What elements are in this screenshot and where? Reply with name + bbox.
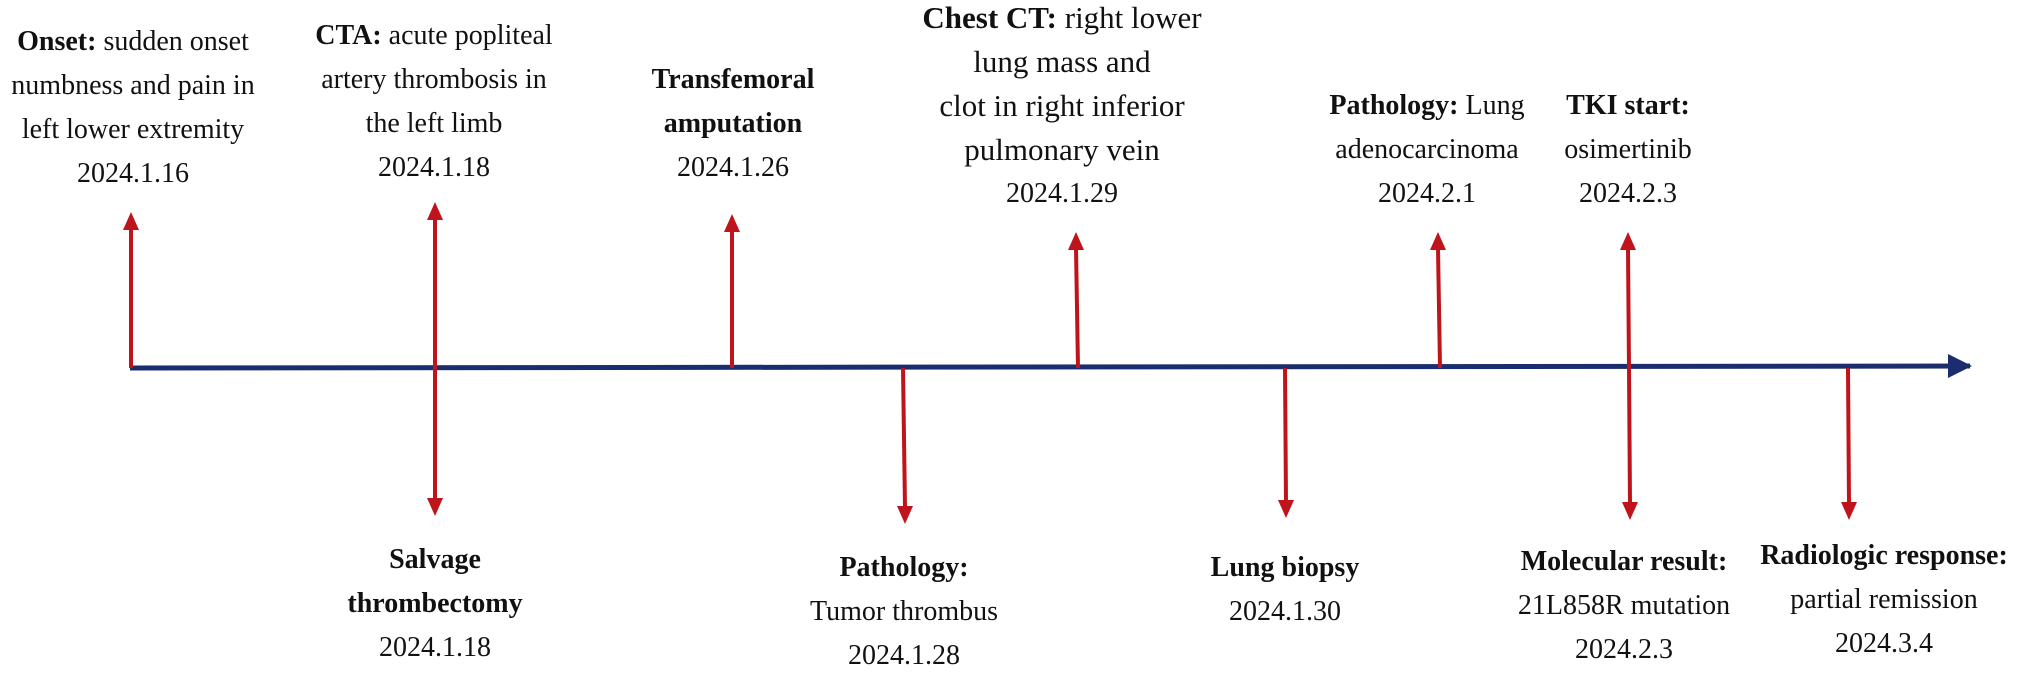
connector-line: [1846, 367, 1851, 505]
event-date: 2024.2.3: [1574, 634, 1673, 665]
connector-arrowhead: [1620, 232, 1636, 250]
event-date: 2024.2.1: [1378, 178, 1476, 209]
event-pathology-tumor-thrombus: Pathology: Tumor thrombus 2024.1.28: [810, 546, 998, 678]
event-title-line-2: amputation: [663, 108, 803, 139]
connector-tki-start: [1620, 232, 1636, 369]
event-transfemoral-amputation: Transfemoral amputation 2024.1.26: [652, 58, 815, 190]
event-title: Pathology:: [1329, 90, 1459, 121]
connector-pathology-lung-adenocarcinoma: [1430, 232, 1446, 369]
connector-salvage-thrombectomy: [427, 368, 443, 516]
connector-arrowhead: [1068, 232, 1084, 250]
connector-chest-ct: [1068, 232, 1084, 369]
connector-line: [1074, 247, 1080, 369]
event-chest-ct: Chest CT: right lower lung mass and clot…: [922, 0, 1201, 216]
event-text: left lower extremity: [21, 114, 245, 145]
connector-cta: [427, 202, 443, 368]
event-title: Transfemoral: [651, 64, 815, 95]
event-text: lung mass and: [973, 44, 1151, 79]
connector-arrowhead: [1278, 500, 1294, 518]
event-text: partial remission: [1790, 584, 1978, 615]
event-date: 2024.1.18: [377, 152, 490, 183]
event-onset: Onset: sudden onset numbness and pain in…: [11, 20, 254, 196]
event-text: acute popliteal: [388, 20, 553, 51]
connector-line: [1626, 247, 1631, 369]
connector-arrowhead: [1841, 502, 1857, 520]
connector-line: [1283, 367, 1288, 503]
event-text: Tumor thrombus: [809, 596, 999, 627]
event-date: 2024.1.28: [847, 640, 960, 671]
connector-line: [1627, 367, 1632, 505]
event-text: numbness and pain in: [11, 70, 255, 101]
connector-lung-biopsy: [1278, 367, 1294, 518]
connector-onset: [123, 212, 139, 368]
event-cta: CTA: acute popliteal artery thrombosis i…: [315, 14, 552, 190]
event-date: 2024.1.18: [379, 632, 491, 663]
event-text: Lung: [1465, 90, 1525, 121]
event-text: pulmonary vein: [964, 132, 1160, 167]
event-text: osimertinib: [1564, 134, 1692, 165]
connector-line: [901, 367, 907, 509]
connector-molecular-result: [1622, 367, 1638, 520]
event-title: Lung biopsy: [1210, 552, 1360, 583]
connector-arrowhead: [1430, 232, 1446, 250]
event-text: artery thrombosis in: [321, 64, 547, 95]
event-date: 2024.1.26: [677, 152, 789, 183]
event-radiologic-response: Radiologic response: partial remission 2…: [1760, 534, 2008, 666]
connector-arrowhead: [1622, 502, 1638, 520]
event-title: Molecular result:: [1520, 546, 1728, 577]
event-text: right lower: [1064, 0, 1202, 35]
event-title: Salvage: [389, 544, 481, 575]
event-salvage-thrombectomy: Salvage thrombectomy 2024.1.18: [347, 538, 522, 670]
event-text: sudden onset: [103, 26, 249, 57]
event-text: the left limb: [365, 108, 503, 139]
event-title: Chest CT:: [922, 0, 1057, 35]
event-title: Pathology:: [839, 552, 969, 583]
event-date: 2024.3.4: [1834, 628, 1933, 659]
event-pathology-lung-adenocarcinoma: Pathology: Lung adenocarcinoma 2024.2.1: [1329, 84, 1524, 216]
connector-pathology-tumor-thrombus: [897, 367, 913, 524]
timeline-axis-arrowhead: [1948, 354, 1972, 378]
event-title: CTA:: [315, 20, 382, 51]
event-date: 2024.1.16: [76, 158, 189, 189]
event-text: clot in right inferior: [939, 88, 1185, 123]
event-title-line-2: thrombectomy: [347, 588, 523, 619]
event-date: 2024.1.30: [1228, 596, 1341, 627]
event-date: 2024.2.3: [1578, 178, 1677, 209]
connector-line: [1436, 247, 1442, 369]
connector-radiologic-response: [1841, 367, 1857, 520]
connector-arrowhead: [724, 214, 740, 232]
event-tki-start: TKI start: osimertinib 2024.2.3: [1564, 84, 1692, 216]
event-title: Radiologic response:: [1760, 540, 2008, 571]
event-text: 21L858R mutation: [1517, 590, 1731, 621]
connector-arrowhead: [427, 498, 443, 516]
event-lung-biopsy: Lung biopsy 2024.1.30: [1211, 546, 1360, 634]
connector-arrowhead: [123, 212, 139, 230]
event-title: Onset:: [17, 26, 97, 57]
timeline-axis: [129, 363, 1971, 371]
event-date: 2024.1.29: [1005, 178, 1118, 209]
event-title: TKI start:: [1566, 90, 1690, 121]
connector-arrowhead: [897, 506, 913, 524]
event-text: adenocarcinoma: [1335, 134, 1519, 165]
connector-arrowhead: [427, 202, 443, 220]
event-molecular-result: Molecular result: 21L858R mutation 2024.…: [1518, 540, 1730, 672]
connector-transfemoral-amputation: [724, 214, 740, 368]
